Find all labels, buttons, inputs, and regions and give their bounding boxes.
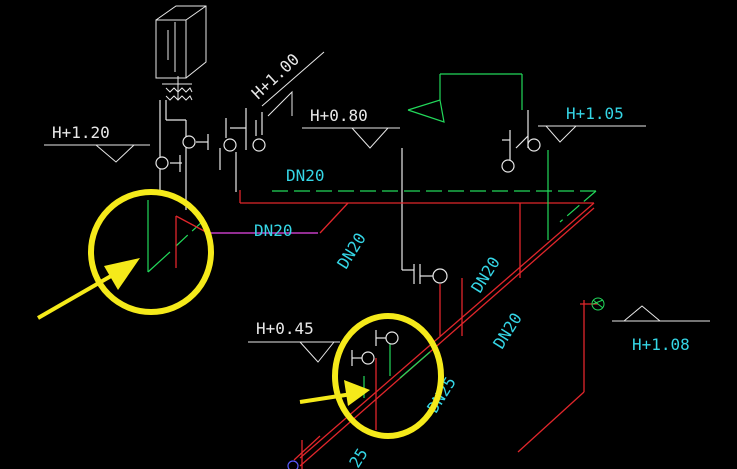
- pipe-label-dn25-bottom: 25: [345, 445, 371, 469]
- highlight-circle-upper: [88, 189, 214, 315]
- elevation-label-h105: H+1.05: [566, 104, 624, 123]
- elevation-marker-h105: [538, 125, 646, 143]
- elevation-marker-h108: [612, 305, 710, 322]
- elevation-marker-h100: [261, 51, 325, 117]
- white-pipework-right: [401, 110, 529, 284]
- arrow-lower-head: [344, 380, 370, 406]
- pipe-label-dn20-mid: DN20: [254, 221, 293, 240]
- elevation-label-h045: H+0.45: [256, 319, 314, 338]
- pipe-label-dn20-top: DN20: [286, 166, 325, 185]
- green-dashed-main: [175, 190, 597, 247]
- arrow-annotations: [37, 258, 370, 406]
- blue-fitting-symbol: [287, 460, 299, 469]
- highlight-annotations: [88, 189, 444, 439]
- valve-circles-bottom: [351, 330, 399, 366]
- arrow-upper-shaft: [37, 270, 119, 320]
- green-vent-symbol: [407, 73, 523, 123]
- valve-circles-left: [155, 135, 266, 170]
- pipe-label-dn20-diag-center: DN20: [467, 253, 504, 296]
- elevation-label-h108: H+1.08: [632, 335, 690, 354]
- arrow-upper-head: [104, 258, 140, 290]
- pipe-label-dn20-diag-right: DN20: [489, 309, 526, 352]
- red-pipework: [175, 190, 598, 469]
- green-pipework: [147, 150, 549, 398]
- elevation-label-h080: H+0.80: [310, 106, 368, 125]
- floor-drain-symbol: [591, 297, 605, 311]
- elevation-marker-h120: [44, 144, 150, 163]
- elevation-label-h120: H+1.20: [52, 123, 110, 142]
- arrow-lower-shaft: [299, 392, 353, 404]
- pipe-label-dn20-diag-left: DN20: [333, 229, 370, 272]
- elevation-marker-h045: [248, 341, 340, 363]
- white-pipework-left: [159, 100, 263, 210]
- elevation-marker-h080: [302, 127, 400, 149]
- valve-circles-right: [432, 138, 541, 284]
- highlight-circle-lower: [332, 313, 444, 439]
- water-heater-symbol: [155, 5, 207, 101]
